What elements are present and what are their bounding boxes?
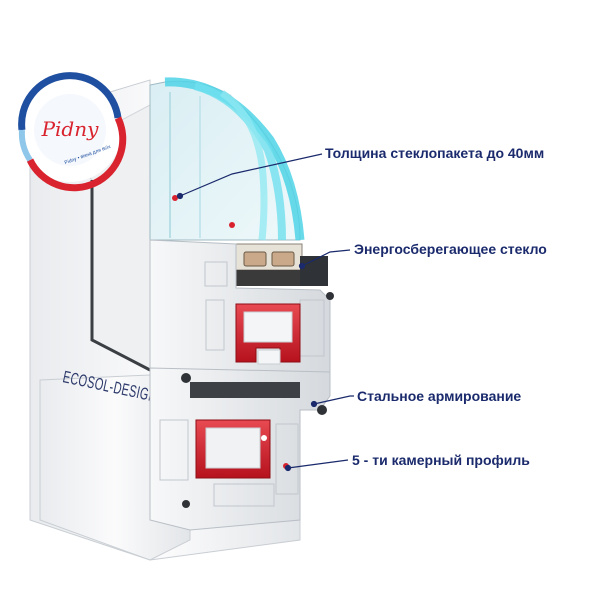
callout-five-chamber-profile: 5 - ти камерный профиль <box>352 452 530 468</box>
leader-steel <box>313 395 354 405</box>
leader-lines <box>176 153 354 472</box>
leader-chambers <box>287 459 349 469</box>
steel-reinforcement-lower <box>195 419 271 479</box>
callout-glass-thickness: Толщина стеклопакета до 40мм <box>325 145 545 161</box>
brand-logo: Pidny Pidny • вікна для всіх <box>18 72 127 192</box>
leader-glass-thickness <box>179 153 323 197</box>
glass-spacer <box>232 243 328 286</box>
callout-steel-reinforcement: Стальное армирование <box>357 388 522 404</box>
leader-energy-glass <box>301 249 351 267</box>
logo-brand-text: Pidny <box>41 117 100 141</box>
glass-unit <box>149 77 305 241</box>
callout-energy-glass: Энергосберегающее стекло <box>354 241 547 257</box>
steel-reinforcement-upper <box>235 303 301 365</box>
